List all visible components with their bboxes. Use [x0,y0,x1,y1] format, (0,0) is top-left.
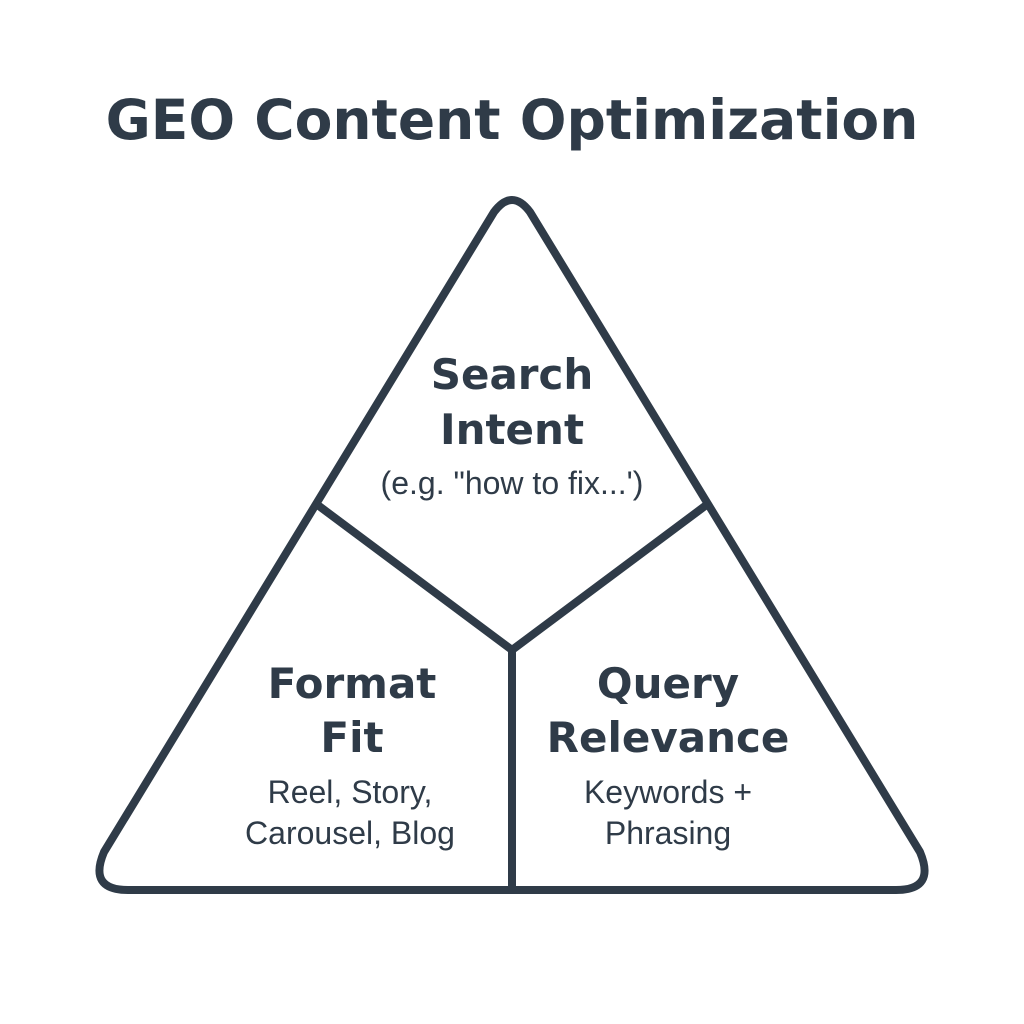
query-relevance-detail-line-2: Phrasing [605,815,731,851]
search-intent-heading-line-1: Search [431,350,594,399]
divider-right [508,502,709,654]
query-relevance-heading-line-2: Relevance [547,713,790,762]
search-intent-example: (e.g. "how to fix...') [381,465,644,501]
format-fit-detail-line-2: Carousel, Blog [245,815,455,851]
region-query-relevance: Query Relevance Keywords + Phrasing [547,659,790,851]
format-fit-heading-line-1: Format [268,659,437,708]
region-search-intent: Search Intent (e.g. "how to fix...') [381,350,644,501]
format-fit-heading-line-2: Fit [320,713,383,762]
query-relevance-heading-line-1: Query [597,659,739,708]
format-fit-detail-line-1: Reel, Story, [268,774,433,810]
divider-left [315,502,516,654]
region-format-fit: Format Fit Reel, Story, Carousel, Blog [245,659,455,851]
page-title: GEO Content Optimization [105,88,919,152]
search-intent-heading-line-2: Intent [440,405,584,454]
query-relevance-detail-line-1: Keywords + [584,774,752,810]
triangle-outline [95,196,929,894]
